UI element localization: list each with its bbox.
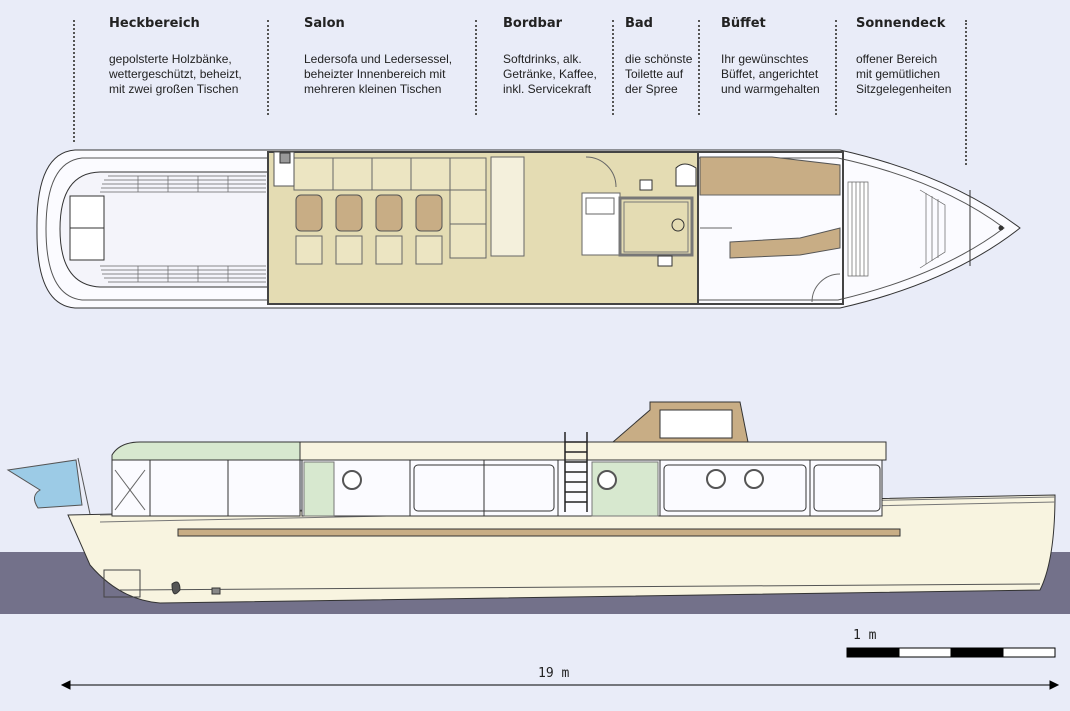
section-bad: Bad die schönste Toilette auf der Spree <box>625 16 692 97</box>
separator <box>835 20 837 115</box>
separator <box>965 20 967 165</box>
section-sonnendeck: Sonnendeck offener Bereich mit gemütlich… <box>856 16 951 97</box>
stern-seating <box>59 171 269 288</box>
section-title: Salon <box>304 16 345 31</box>
section-title: Bordbar <box>503 16 563 31</box>
rub-rail <box>177 528 901 537</box>
section-title: Heckbereich <box>109 16 200 31</box>
flag <box>6 459 83 509</box>
section-text: Ledersofa und Ledersessel, beheizter Inn… <box>304 52 453 96</box>
bar-counter <box>490 156 525 257</box>
section-bordbar: Bordbar Softdrinks, alk. Getränke, Kaffe… <box>503 16 597 97</box>
section-bueffet: Büffet Ihr gewünschtes Büffet, angericht… <box>721 16 820 97</box>
stern-bench-lines <box>100 175 266 283</box>
length-label: 19 m <box>534 666 574 681</box>
section-text: Ihr gewünschtes Büffet, angerichtet und … <box>721 52 820 96</box>
buffet-counter-top <box>699 156 841 196</box>
scale-label: 1 m <box>853 628 877 643</box>
salon-chairs <box>295 235 443 265</box>
section-heckbereich: Heckbereich gepolsterte Holzbänke, wette… <box>109 16 242 97</box>
length-dimension <box>60 680 1060 690</box>
portholes <box>342 469 764 490</box>
section-text: Softdrinks, alk. Getränke, Kaffee, inkl.… <box>503 52 597 96</box>
section-text: offener Bereich mit gemütlichen Sitzgele… <box>856 52 952 96</box>
propeller <box>171 581 181 595</box>
separator <box>612 20 614 115</box>
separator <box>267 20 269 115</box>
side-view <box>0 401 1070 614</box>
salon-tables <box>295 194 443 232</box>
section-title: Bad <box>625 16 653 31</box>
section-title: Büffet <box>721 16 766 31</box>
buffet-counter-bottom <box>729 227 841 259</box>
separator <box>73 20 75 142</box>
separator <box>698 20 700 115</box>
bow-deck <box>847 181 946 277</box>
section-text: die schönste Toilette auf der Spree <box>625 52 693 96</box>
section-salon: Salon Ledersofa und Ledersessel, beheizt… <box>304 16 452 97</box>
propeller-box <box>103 569 141 598</box>
section-text: gepolsterte Holzbänke, wettergeschützt, … <box>109 52 242 96</box>
section-title: Sonnendeck <box>856 16 946 31</box>
hull-side <box>67 494 1056 604</box>
ladder <box>564 432 588 512</box>
top-view-plan <box>36 149 1021 309</box>
scale-bar <box>846 647 1056 658</box>
separator <box>475 20 477 115</box>
